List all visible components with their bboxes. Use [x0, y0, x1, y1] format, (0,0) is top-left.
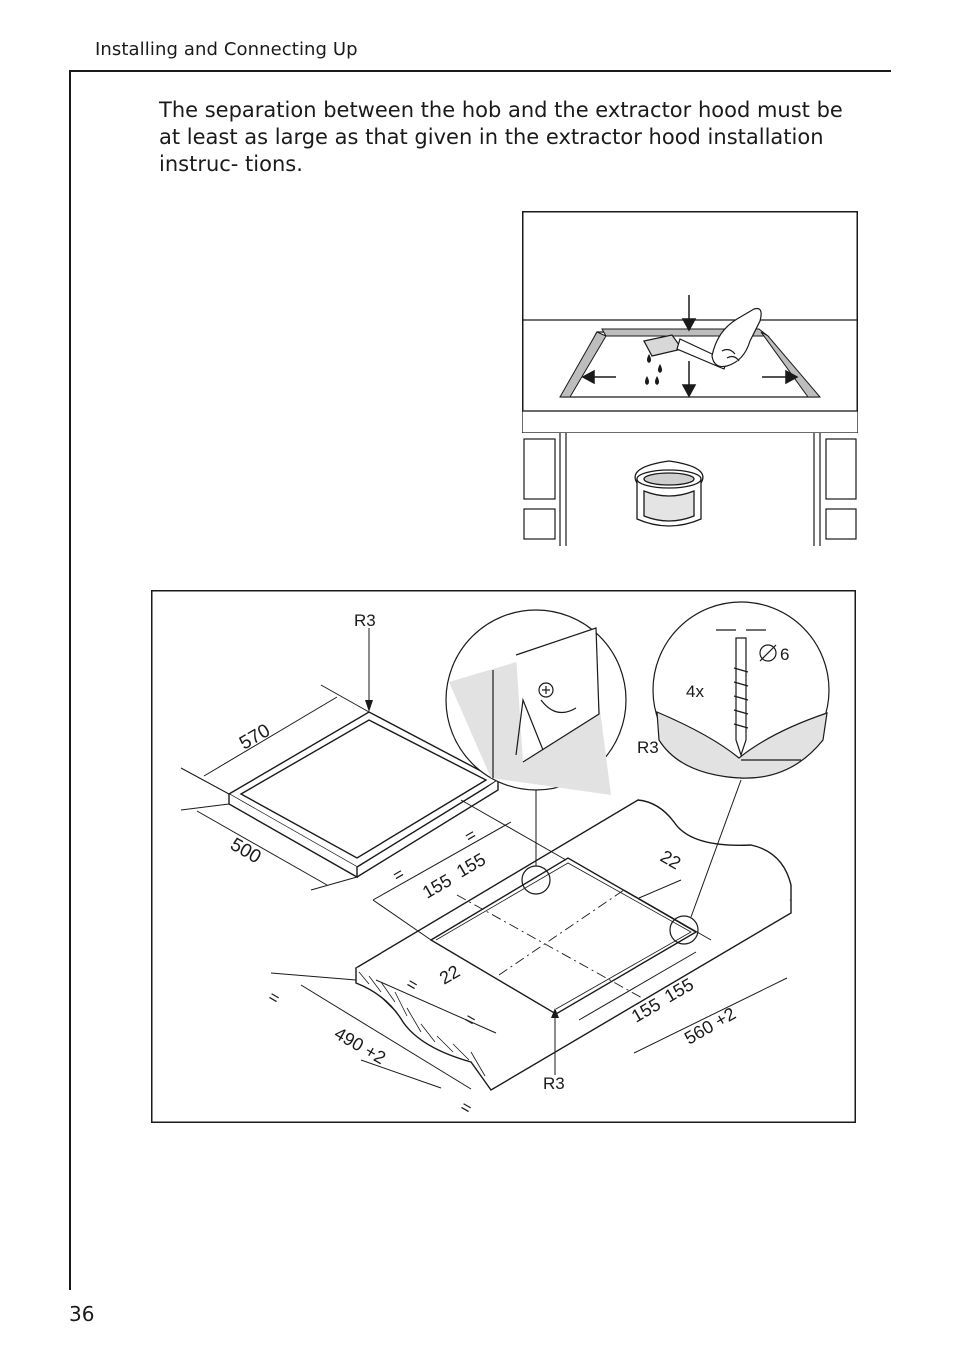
cutout-dimensions-diagram: R3 570 500 4x 6 R3 R3 155 155 155 155 22… — [151, 590, 856, 1123]
clip-detail — [445, 609, 627, 795]
hand-icon — [711, 307, 762, 368]
screw-diameter-label: 6 — [780, 645, 789, 664]
instruction-paragraph: The separation between the hob and the e… — [159, 98, 843, 176]
margin-rule — [69, 70, 71, 1290]
sealant-tin-icon — [634, 460, 704, 527]
hob-radius-label: R3 — [354, 611, 376, 630]
page-number: 36 — [69, 1302, 95, 1326]
header-rule — [69, 70, 891, 72]
screw-detail — [652, 601, 830, 779]
sealant-illustration — [521, 211, 859, 546]
detail-radius-label: R3 — [637, 738, 659, 757]
screw-count-label: 4x — [686, 682, 704, 701]
section-header: Installing and Connecting Up — [95, 39, 358, 60]
hob-drawing — [227, 711, 500, 879]
cutout-radius-label: R3 — [543, 1074, 565, 1093]
